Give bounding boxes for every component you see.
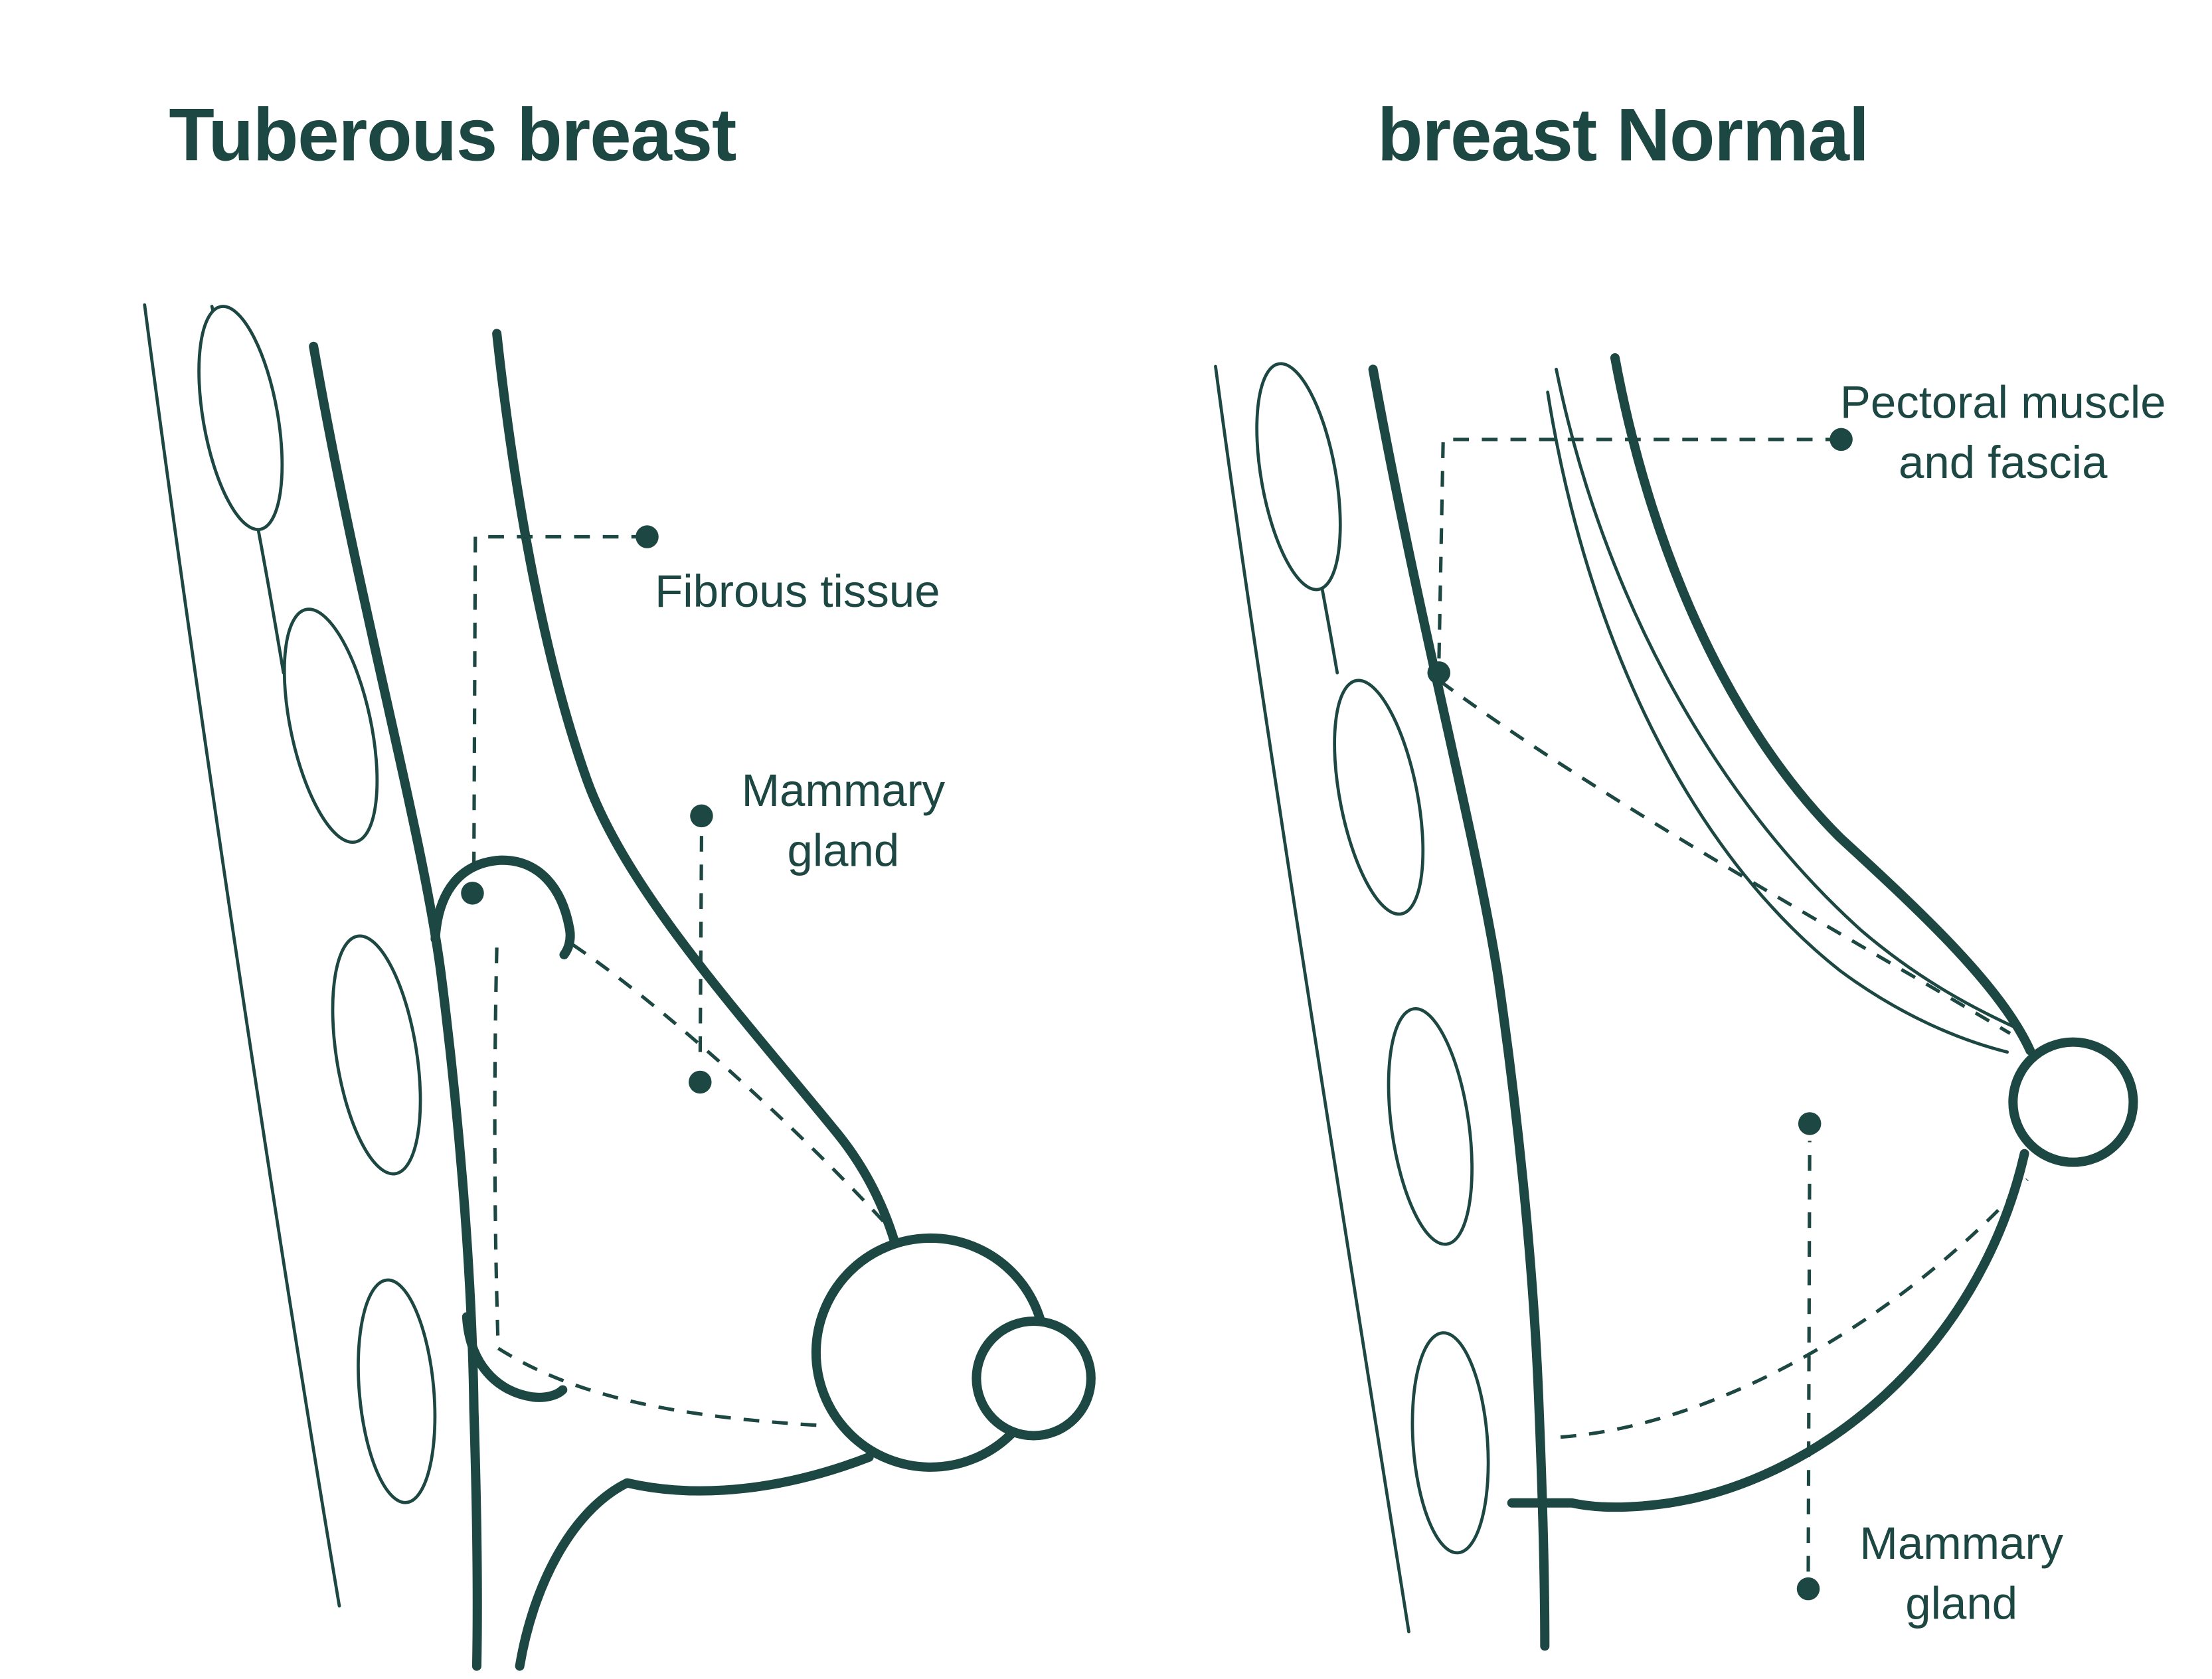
gland-dashed-bottom xyxy=(497,1346,823,1427)
normal-figure: breast Normal Pectoral muscle and fascia… xyxy=(1214,93,2166,1651)
marker-dot xyxy=(689,1070,712,1094)
tuberous-figure: Tuberous breast Fibrous tissue Mammary g… xyxy=(143,93,1096,1671)
back-skin-line xyxy=(143,303,341,1608)
pectoral-label-line2: and fascia xyxy=(1899,437,2108,488)
breast-lower-contour xyxy=(515,1452,874,1671)
marker-dot xyxy=(1427,661,1451,684)
gland-dashed-top xyxy=(1439,680,2011,1035)
marker-dot xyxy=(1829,428,1853,451)
rib-ellipse xyxy=(331,934,422,1176)
back-skin-line xyxy=(1214,364,1410,1634)
rib-ellipse xyxy=(1410,1331,1490,1555)
rib-ellipse xyxy=(197,305,284,531)
marker-dot xyxy=(636,525,659,548)
breast-upper-contour xyxy=(492,329,900,1247)
mammary-gland-label-line2: gland xyxy=(787,825,899,876)
mammary-gland-label-line2: gland xyxy=(1905,1577,2017,1629)
chest-wall-line xyxy=(309,341,482,1671)
nipple-outline xyxy=(972,1316,1096,1441)
upper-constriction-band xyxy=(430,855,575,960)
gland-dashed-left xyxy=(493,947,500,1349)
gland-dashed-bottom xyxy=(1560,1178,2029,1439)
rib-ellipse xyxy=(357,1278,437,1504)
marker-dot xyxy=(1796,1577,1820,1601)
gland-dashed-top xyxy=(571,943,896,1236)
fibrous-tissue-label: Fibrous tissue xyxy=(655,566,940,617)
marker-dot xyxy=(1798,1112,1822,1135)
lower-constriction-band xyxy=(462,1312,568,1402)
pectoral-fascia-line xyxy=(1546,390,2009,1054)
tuberous-breast-title: Tuberous breast xyxy=(169,93,736,176)
breast-upper-contour xyxy=(1610,353,2035,1056)
mammary-gland-label-line1: Mammary xyxy=(742,765,946,816)
rib-ellipse xyxy=(282,607,379,844)
pectoral-label-line1: Pectoral muscle xyxy=(1840,377,2166,428)
breast-lower-contour xyxy=(1507,1149,2029,1512)
rib-ellipse xyxy=(1255,362,1342,592)
marker-dot xyxy=(461,882,484,905)
pectoral-leader-line xyxy=(1437,438,1841,665)
marker-dot xyxy=(690,804,713,828)
mammary-gland-label-line1: Mammary xyxy=(1859,1518,2063,1569)
rib-ellipse xyxy=(1333,679,1425,916)
pectoral-muscle-line xyxy=(1555,367,2018,1030)
normal-breast-title: breast Normal xyxy=(1377,93,1869,176)
mammary-gland-leader-line xyxy=(698,836,704,1066)
mammary-gland-leader-line xyxy=(1806,1141,1812,1572)
fibrous-tissue-leader-line xyxy=(472,534,647,865)
nipple-outline xyxy=(2008,1037,2138,1167)
rib-ellipse xyxy=(1387,1007,1474,1246)
